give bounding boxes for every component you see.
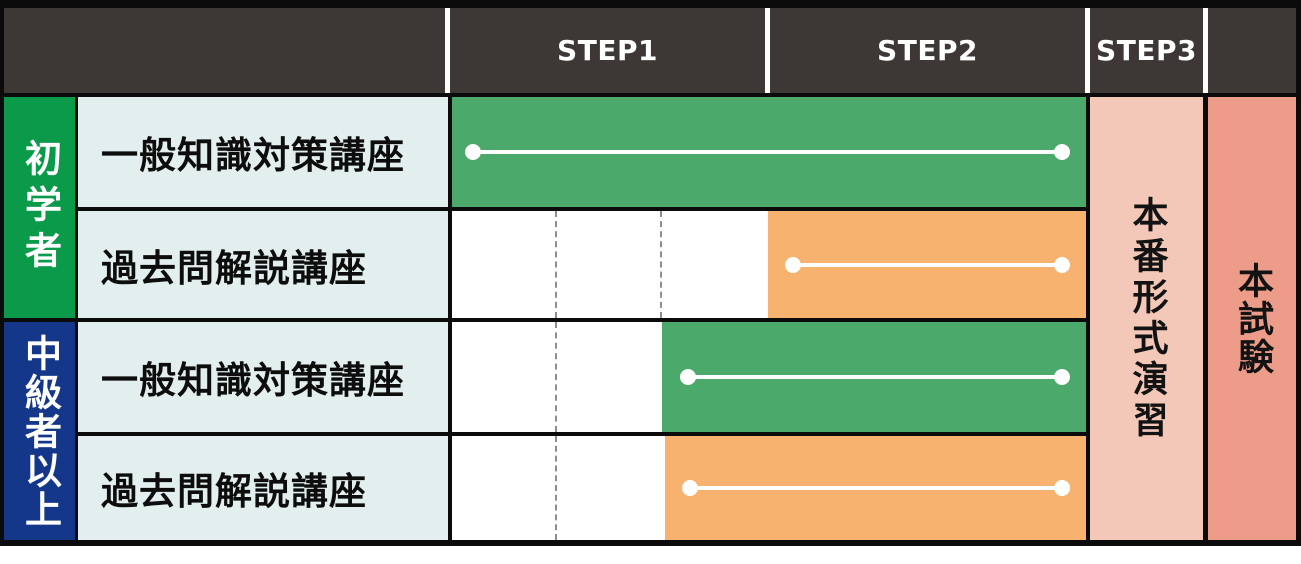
bar-dot-start <box>785 256 801 273</box>
group-label-text: 中級者以上 <box>18 333 62 529</box>
header-empty-right-cell <box>1208 8 1296 93</box>
timeline-cell <box>452 211 1086 318</box>
header-divider <box>1203 8 1208 93</box>
course-name: 過去問解説講座 <box>101 246 367 290</box>
step1-label: STEP1 <box>557 34 658 67</box>
course-cell: 一般知識対策講座 <box>78 97 448 207</box>
step-gridline <box>555 211 557 318</box>
bar-dot-start <box>465 144 481 160</box>
practice-format-label: 本番形式演習 <box>1126 195 1168 442</box>
step-gridline <box>555 436 557 540</box>
table-frame: STEP1 STEP2 STEP3 初学者 中級者以上 一般知識対策講座 <box>0 0 1301 546</box>
header-step1-cell: STEP1 <box>450 8 765 93</box>
bar-dot-end <box>1054 480 1070 496</box>
bar-dot-start <box>682 480 698 496</box>
group-label-intermediate: 中級者以上 <box>4 322 75 540</box>
bar-dot-end <box>1054 369 1070 385</box>
bar-line <box>688 375 1062 379</box>
step-gridline <box>555 322 557 432</box>
group-label-text: 初学者 <box>18 138 62 277</box>
step3-label: STEP3 <box>1096 34 1197 67</box>
course-name: 一般知識対策講座 <box>101 359 405 402</box>
header-step3-cell: STEP3 <box>1090 8 1203 93</box>
header-empty-cell <box>4 8 445 93</box>
main-exam-label: 本試験 <box>1232 261 1273 376</box>
header-divider <box>1085 8 1090 93</box>
course-name: 過去問解説講座 <box>101 470 367 513</box>
header-divider <box>765 8 770 93</box>
header-step2-cell: STEP2 <box>770 8 1085 93</box>
practice-format-column: 本番形式演習 <box>1090 97 1203 540</box>
group-label-beginner: 初学者 <box>4 97 75 318</box>
course-cell: 過去問解説講座 <box>78 211 448 318</box>
timeline-cell <box>452 436 1086 540</box>
bar-line <box>690 486 1062 490</box>
bar-line <box>473 150 1062 154</box>
timeline-cell <box>452 97 1086 207</box>
bar-line <box>793 262 1062 267</box>
bar-dot-start <box>680 369 696 385</box>
main-exam-column: 本試験 <box>1208 97 1296 540</box>
timeline-cell <box>452 322 1086 432</box>
step2-label: STEP2 <box>877 34 978 67</box>
course-cell: 過去問解説講座 <box>78 436 448 540</box>
header-divider <box>445 8 450 93</box>
bar-dot-end <box>1054 256 1070 273</box>
step-gridline <box>660 211 662 318</box>
bar-dot-end <box>1054 144 1070 160</box>
course-name: 一般知識対策講座 <box>101 134 405 177</box>
course-cell: 一般知識対策講座 <box>78 322 448 432</box>
